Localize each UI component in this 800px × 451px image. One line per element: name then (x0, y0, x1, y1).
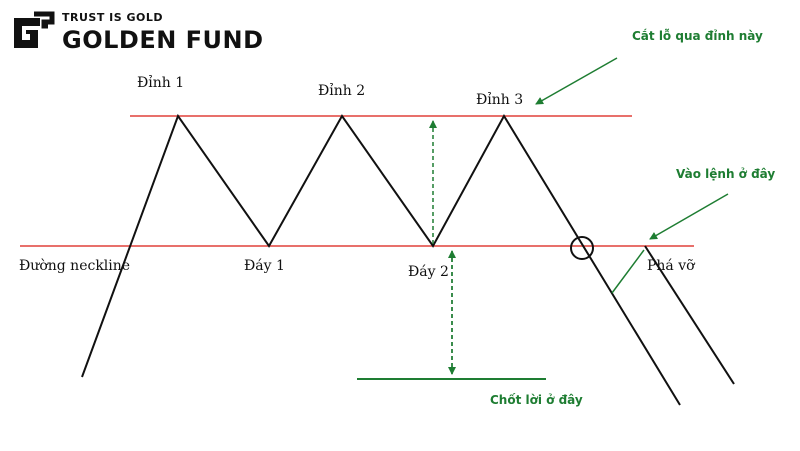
breakout-path-parallel (644, 245, 735, 385)
label-peak-1: Đỉnh 1 (137, 74, 184, 91)
label-breakout: Phá vỡ (647, 258, 696, 274)
label-trough-2: Đáy 2 (408, 264, 449, 280)
entry-connector-line (611, 249, 645, 294)
logo-name: GOLDEN FUND (62, 26, 264, 54)
label-neckline: Đường neckline (19, 258, 130, 274)
stop-loss-pointer-arrow (535, 57, 618, 105)
label-trough-1: Đáy 1 (244, 258, 285, 274)
entry-pointer-arrow (649, 193, 729, 240)
annotation-stop-loss: Cắt lỗ qua đỉnh này (632, 29, 763, 43)
price-path (81, 113, 681, 406)
annotation-take-profit: Chốt lời ở đây (490, 393, 583, 407)
label-peak-3: Đỉnh 3 (476, 91, 523, 108)
golden-fund-logo: TRUST IS GOLD GOLDEN FUND (14, 11, 264, 54)
golden-fund-logo-mark-icon (14, 11, 55, 48)
breakout-circle (570, 236, 594, 260)
label-peak-2: Đỉnh 2 (318, 82, 365, 99)
annotation-entry: Vào lệnh ở đây (676, 167, 775, 181)
logo-tagline: TRUST IS GOLD (62, 11, 163, 24)
